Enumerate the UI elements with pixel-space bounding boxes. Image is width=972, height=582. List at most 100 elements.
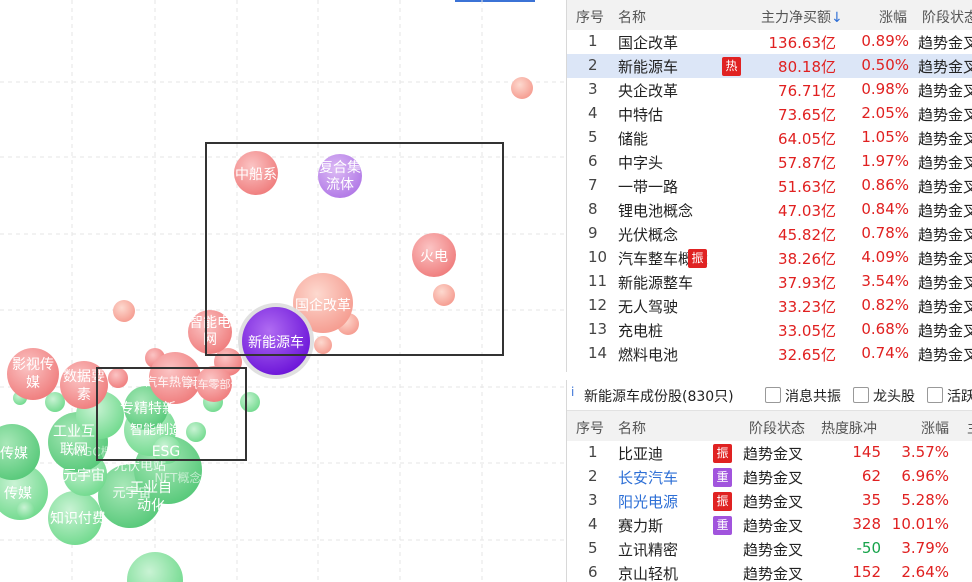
row-name[interactable]: 光伏概念	[618, 226, 679, 244]
row-name[interactable]: 中字头	[618, 154, 664, 172]
bubble-zhinengdianwang[interactable]: 智能电网	[188, 310, 232, 354]
row-num: 3	[588, 80, 598, 98]
bubble-yingshichuanmei[interactable]: 影视传媒	[7, 348, 59, 400]
row-flow: 32.65亿	[778, 346, 836, 364]
row-name[interactable]: 新能源车	[618, 58, 679, 76]
col-name[interactable]: 名称	[618, 421, 646, 437]
filter-news-resonance-checkbox[interactable]	[765, 387, 781, 403]
bubble-yuanyuzhou-1[interactable]: 元宇宙	[63, 468, 105, 484]
bubble-xinnengyuanche-selected[interactable]: 新能源车	[238, 303, 314, 379]
row-name[interactable]: 国企改革	[618, 34, 679, 52]
bubble-yuanyuzhou-2[interactable]: 元宇宙	[112, 486, 151, 501]
bubble-fuhejiliuti[interactable]: 复合集流体	[318, 154, 362, 198]
row-name[interactable]: 储能	[618, 130, 649, 148]
bubble-group-green[interactable]	[0, 386, 260, 582]
bubble-chuanmei-bottom[interactable]: 传媒	[4, 486, 32, 502]
stock-name[interactable]: 长安汽车	[618, 469, 679, 487]
bubble-nft[interactable]: NFT概念	[155, 470, 202, 485]
stock-chg: 3.57%	[901, 443, 949, 461]
bubble-gongyezidonghua[interactable]: 工业自动化	[130, 480, 172, 514]
row-name[interactable]: 无人驾驶	[618, 298, 679, 316]
filter-leader-checkbox[interactable]	[853, 387, 869, 403]
stock-name[interactable]: 赛力斯	[618, 517, 664, 535]
stock-name[interactable]: 阳光电源	[618, 493, 679, 511]
bubble-qicherequanli[interactable]: 汽车热管理	[145, 352, 205, 404]
row-flow: 33.05亿	[778, 322, 836, 340]
bubble-label: 元宇宙	[112, 486, 151, 501]
stock-row[interactable]: 3 阳光电源振趋势金叉 35 5.28%	[567, 489, 972, 513]
col-name[interactable]: 名称	[618, 10, 646, 26]
row-flow: 57.87亿	[778, 154, 836, 172]
row-flow: 64.05亿	[778, 130, 836, 148]
row-name[interactable]: 一带一路	[618, 178, 679, 196]
stock-name[interactable]: 立讯精密	[618, 541, 679, 559]
stock-row[interactable]: 1 比亚迪振趋势金叉 145 3.57%	[567, 441, 972, 465]
col-flow[interactable]: 主力净买额	[761, 10, 831, 26]
col-heat[interactable]: 热度脉冲	[821, 421, 877, 437]
stock-row[interactable]: 5 立讯精密趋势金叉 -50 3.79%	[567, 537, 972, 561]
row-name[interactable]: 中特估	[618, 106, 664, 124]
col-flow-sortable[interactable]: 主力净买额↓	[761, 7, 843, 27]
bubble-zhinengzhizao[interactable]: 智能制造	[130, 423, 182, 438]
bubble-zhuanjingtexin[interactable]: 专精特新	[120, 401, 176, 417]
bubble-huodian[interactable]: 火电	[412, 233, 456, 277]
bubble-chuanmei-top[interactable]: 传媒	[0, 446, 28, 462]
stock-name[interactable]: 京山轻机	[618, 565, 679, 582]
bubble-zhongchuanxi[interactable]: 中船系	[234, 151, 278, 195]
highlight-box-upper	[205, 142, 504, 356]
stock-row[interactable]: 6 京山轻机趋势金叉 152 2.64%	[567, 561, 972, 582]
stock-name[interactable]: 比亚迪	[618, 445, 664, 463]
col-chg[interactable]: 涨幅	[879, 10, 907, 26]
bubble-guoqigaige[interactable]: 国企改革	[293, 273, 353, 333]
constituent-stocks-panel[interactable]: ⅰ 新能源车成份股(830只) 消息共振 龙头股 活跃 序号 名称 阶段状态 热…	[566, 380, 972, 582]
bubble-esg[interactable]: ESG	[152, 444, 181, 460]
bubble-label: 知识付费	[50, 510, 106, 527]
row-flow: 51.63亿	[778, 178, 836, 196]
row-name[interactable]: 充电桩	[618, 322, 664, 340]
row-name[interactable]: 新能源整车	[618, 274, 694, 292]
row-name[interactable]: 央企改革	[618, 82, 679, 100]
filter-active-checkbox[interactable]	[927, 387, 943, 403]
sort-desc-icon[interactable]: ↓	[831, 10, 843, 26]
filter-news-resonance-label[interactable]: 消息共振	[785, 389, 841, 405]
bubble-zhishifufei[interactable]: 知识付费	[50, 510, 106, 527]
bubble-guangfudianzhan[interactable]: 光伏电站	[114, 459, 166, 474]
filter-leader-label[interactable]: 龙头股	[873, 389, 915, 405]
bubble-chart[interactable]: 中船系 复合集流体 火电 国企改革 智能电网 新能源车 影视传媒	[0, 0, 565, 582]
bubble-label: 专精特新	[120, 401, 176, 417]
row-name[interactable]: 锂电池概念	[618, 202, 694, 220]
bubble-qichelingbujian[interactable]: 汽车零部件	[187, 366, 242, 402]
scrollbar-indicator[interactable]	[455, 0, 535, 2]
col-stage[interactable]: 阶段状态	[749, 421, 805, 437]
col-extra[interactable]: 主	[967, 418, 972, 438]
stock-chg: 5.28%	[901, 491, 949, 509]
col-stage[interactable]: 阶段状态	[922, 10, 972, 26]
filter-active-label[interactable]: 活跃	[947, 389, 972, 405]
col-chg[interactable]: 涨幅	[921, 421, 949, 437]
stock-row[interactable]: 4 赛力斯重趋势金叉 328 10.01%	[567, 513, 972, 537]
row-num: 12	[588, 296, 608, 314]
bubble-chart-canvas[interactable]: 中船系 复合集流体 火电 国企改革 智能电网 新能源车 影视传媒	[0, 0, 565, 582]
bubble	[108, 368, 128, 388]
bubble-group-red[interactable]	[108, 77, 533, 388]
stock-row[interactable]: 2 长安汽车重趋势金叉 62 6.96%	[567, 465, 972, 489]
row-name[interactable]: 燃料电池	[618, 346, 679, 364]
bubble-gongyehulianwang[interactable]: 工业互联网	[53, 424, 95, 458]
row-num: 3	[588, 491, 598, 509]
row-name[interactable]: 汽车整车概念	[618, 250, 709, 268]
